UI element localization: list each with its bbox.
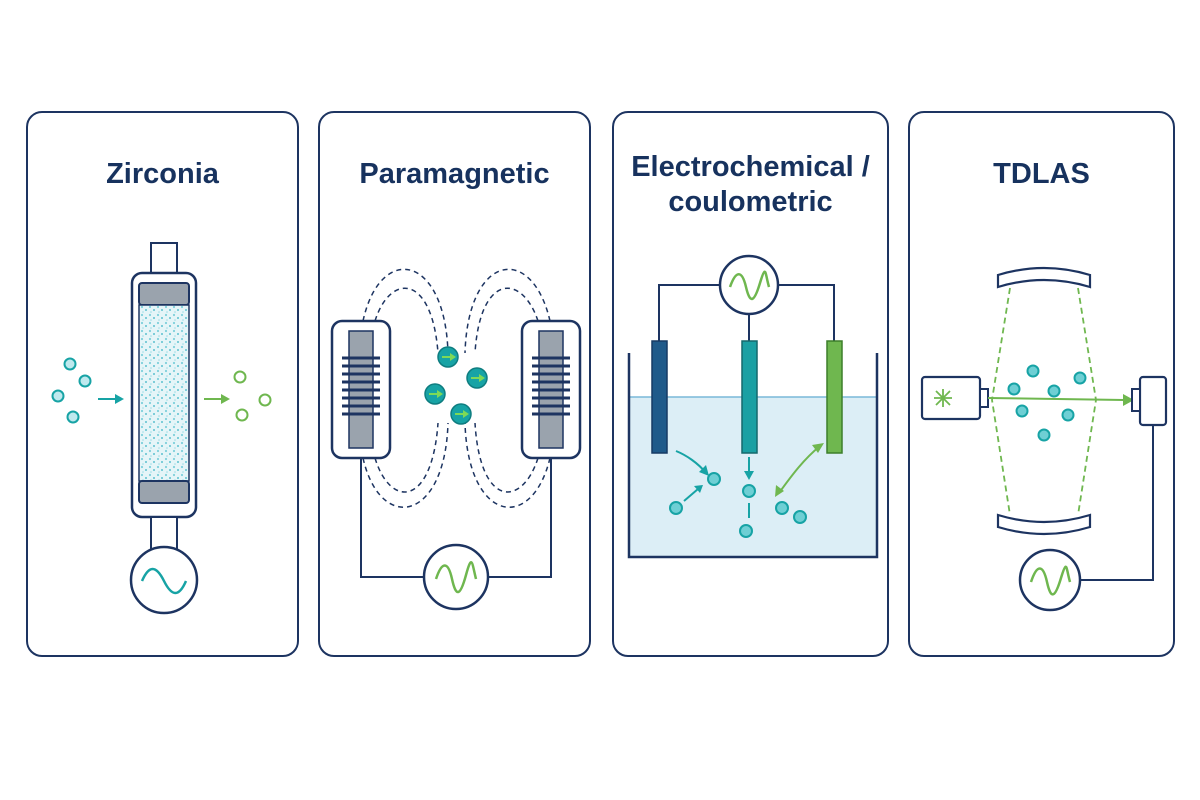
panel-electrochemical: Electrochemical / coulometric bbox=[612, 111, 889, 657]
panel-title: TDLAS bbox=[993, 158, 1090, 190]
attraction-arrows bbox=[429, 353, 485, 418]
panel-title-line-2: coulometric bbox=[668, 186, 833, 218]
circuit-wire bbox=[360, 458, 552, 578]
reaction-arrows bbox=[675, 443, 824, 518]
panel-paramagnetic: Paramagnetic bbox=[318, 111, 591, 657]
ion-molecules bbox=[669, 472, 807, 538]
panel-zirconia: Zirconia bbox=[26, 111, 299, 657]
beam-envelope bbox=[991, 287, 1097, 516]
panel-title: Paramagnetic bbox=[359, 158, 550, 190]
tdlas-illustration bbox=[920, 266, 1168, 612]
concave-mirror-icon bbox=[996, 513, 1092, 536]
signal-meter-icon bbox=[422, 543, 490, 611]
concave-mirror-icon bbox=[996, 266, 1092, 289]
electrochemical-illustration bbox=[627, 254, 879, 559]
signal-meter-icon bbox=[718, 254, 780, 316]
gas-in-molecules bbox=[51, 357, 92, 424]
inflow-arrow-icon bbox=[98, 394, 124, 404]
panel-tdlas: TDLAS bbox=[908, 111, 1175, 657]
laser-source-icon bbox=[920, 375, 989, 421]
electromagnet-coil-icon bbox=[520, 319, 582, 460]
paramagnetic-illustration bbox=[330, 268, 582, 611]
outflow-arrow-icon bbox=[204, 394, 230, 404]
circuit-wire bbox=[1080, 425, 1154, 581]
panel-title-line-1: Electrochemical / bbox=[631, 151, 870, 183]
laser-beam bbox=[987, 394, 1134, 406]
signal-meter-icon bbox=[129, 545, 199, 615]
circuit-wire bbox=[658, 284, 835, 341]
magnetic-field-lines bbox=[362, 268, 551, 508]
oxygen-molecule-icon bbox=[424, 346, 488, 425]
electrode-icon bbox=[651, 340, 843, 454]
gas-out-molecules bbox=[233, 370, 272, 422]
sensor-tube-icon bbox=[130, 242, 198, 552]
panel-title: Zirconia bbox=[106, 158, 219, 190]
zirconia-illustration bbox=[51, 242, 272, 615]
signal-meter-icon bbox=[1018, 548, 1082, 612]
electromagnet-coil-icon bbox=[330, 319, 392, 460]
detector-icon bbox=[1131, 375, 1168, 427]
gas-molecules bbox=[1007, 364, 1087, 442]
